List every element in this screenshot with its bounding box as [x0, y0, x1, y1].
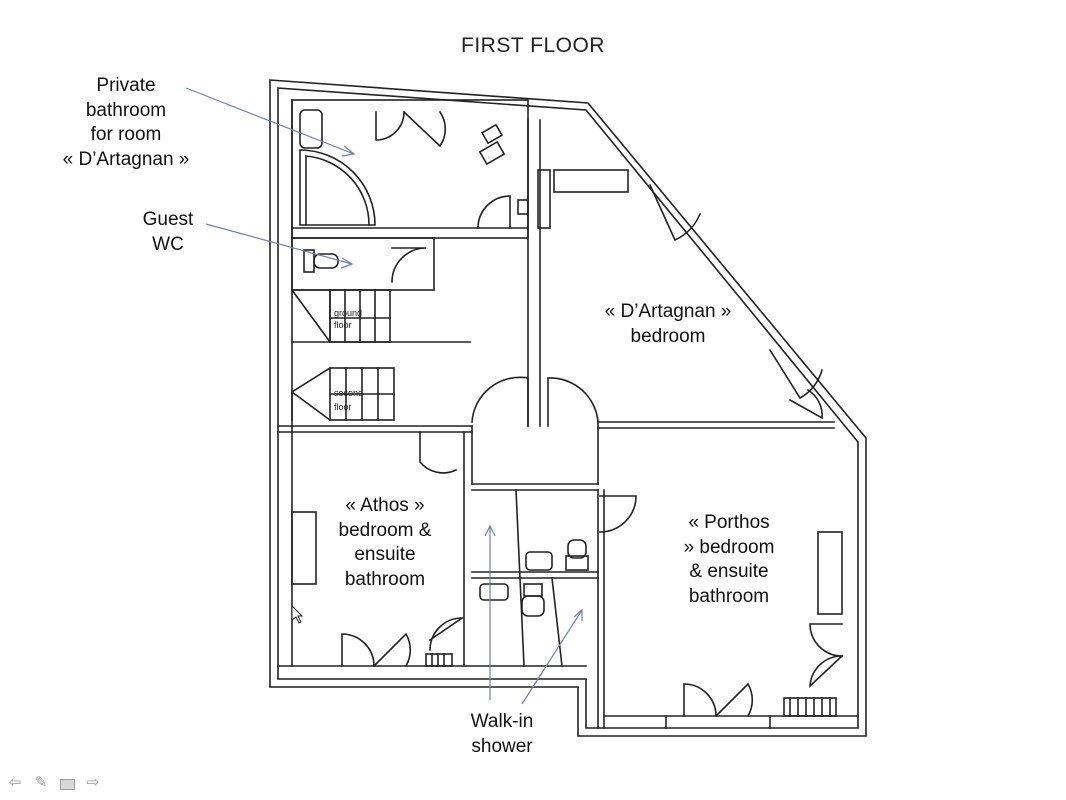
stair-label-second: second: [334, 388, 363, 398]
dartagnan-doors: [648, 183, 823, 420]
staircase: [290, 288, 471, 422]
guest-wc-room: [291, 237, 435, 291]
corridor-walls: [277, 119, 835, 491]
label-walkin-shower: Walk-in shower: [470, 711, 534, 757]
pen-icon[interactable]: ✎: [34, 774, 48, 791]
ensuite-block: [471, 489, 637, 729]
label-porthos-bedroom: « Porthos » bedroom & ensuite bathroom: [683, 512, 775, 607]
forward-arrow-icon[interactable]: ⇨: [86, 774, 100, 791]
label-dartagnan-bedroom: « D’Artagnan » bedroom: [604, 301, 732, 347]
stair-label-second-2: floor: [334, 402, 352, 412]
stair-label-ground-2: floor: [334, 320, 352, 330]
walkin-pointer-2: [521, 609, 583, 705]
slide-menu-icon[interactable]: [60, 779, 75, 790]
bathroom-toilet-icon: [478, 123, 506, 166]
private-bathroom-room: [291, 99, 529, 239]
label-guest-wc: Guest WC: [142, 209, 194, 255]
private-bathroom-pointer: [185, 87, 355, 155]
athos-room: [291, 431, 465, 668]
porthos-room: [603, 531, 859, 729]
guest-wc-pointer: [205, 223, 353, 265]
wc-toilet-icon: [303, 249, 339, 273]
label-pointers: [185, 87, 583, 705]
page-title: FIRST FLOOR: [461, 34, 605, 57]
stair-label-ground: ground: [334, 308, 362, 318]
mouse-cursor-icon: [291, 604, 304, 624]
label-athos-bedroom: « Athos » bedroom & ensuite bathroom: [338, 495, 432, 590]
back-arrow-icon[interactable]: ⇦: [8, 774, 22, 791]
label-private-bathroom: Private bathroom for room « D’Artagnan »: [62, 75, 190, 170]
